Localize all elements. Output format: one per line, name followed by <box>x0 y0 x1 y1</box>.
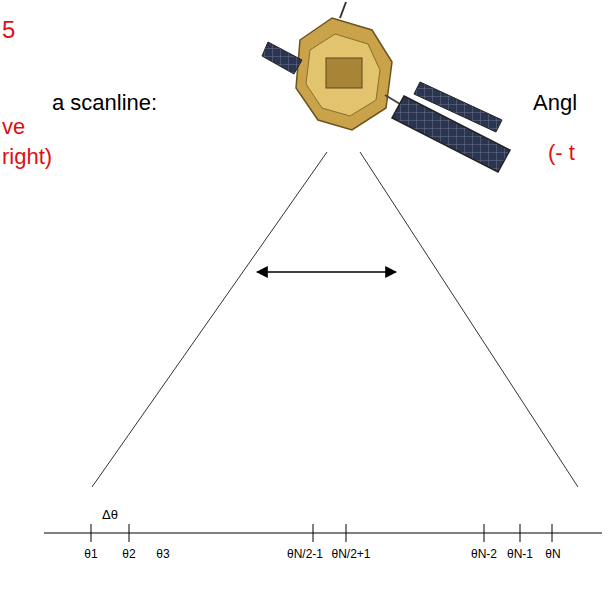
slide-text: (- t <box>548 142 575 164</box>
scan-arrow <box>257 271 396 273</box>
axis-label: θN-2 <box>471 548 497 560</box>
scan-axis <box>44 533 602 534</box>
slide-text: right) <box>2 146 52 168</box>
axis-label: θN-1 <box>507 548 533 560</box>
axis-label: θ3 <box>156 548 169 560</box>
axis-label: θ2 <box>122 548 135 560</box>
axis-label: Δθ <box>102 508 118 521</box>
satellite-picture <box>262 2 510 172</box>
swath-edge <box>360 152 578 487</box>
axis-label: θN <box>545 548 560 560</box>
slide-text: Angl <box>533 92 577 114</box>
axis-label: θN/2-1 <box>287 548 323 560</box>
slide-text: ve <box>2 116 25 138</box>
slide-text: a scanline: <box>52 92 157 114</box>
swath-edge <box>92 152 327 487</box>
axis-label: θN/2+1 <box>331 548 370 560</box>
axis-ticks <box>91 524 552 542</box>
axis-label: θ1 <box>84 548 97 560</box>
slide-text: 5 <box>2 18 15 42</box>
